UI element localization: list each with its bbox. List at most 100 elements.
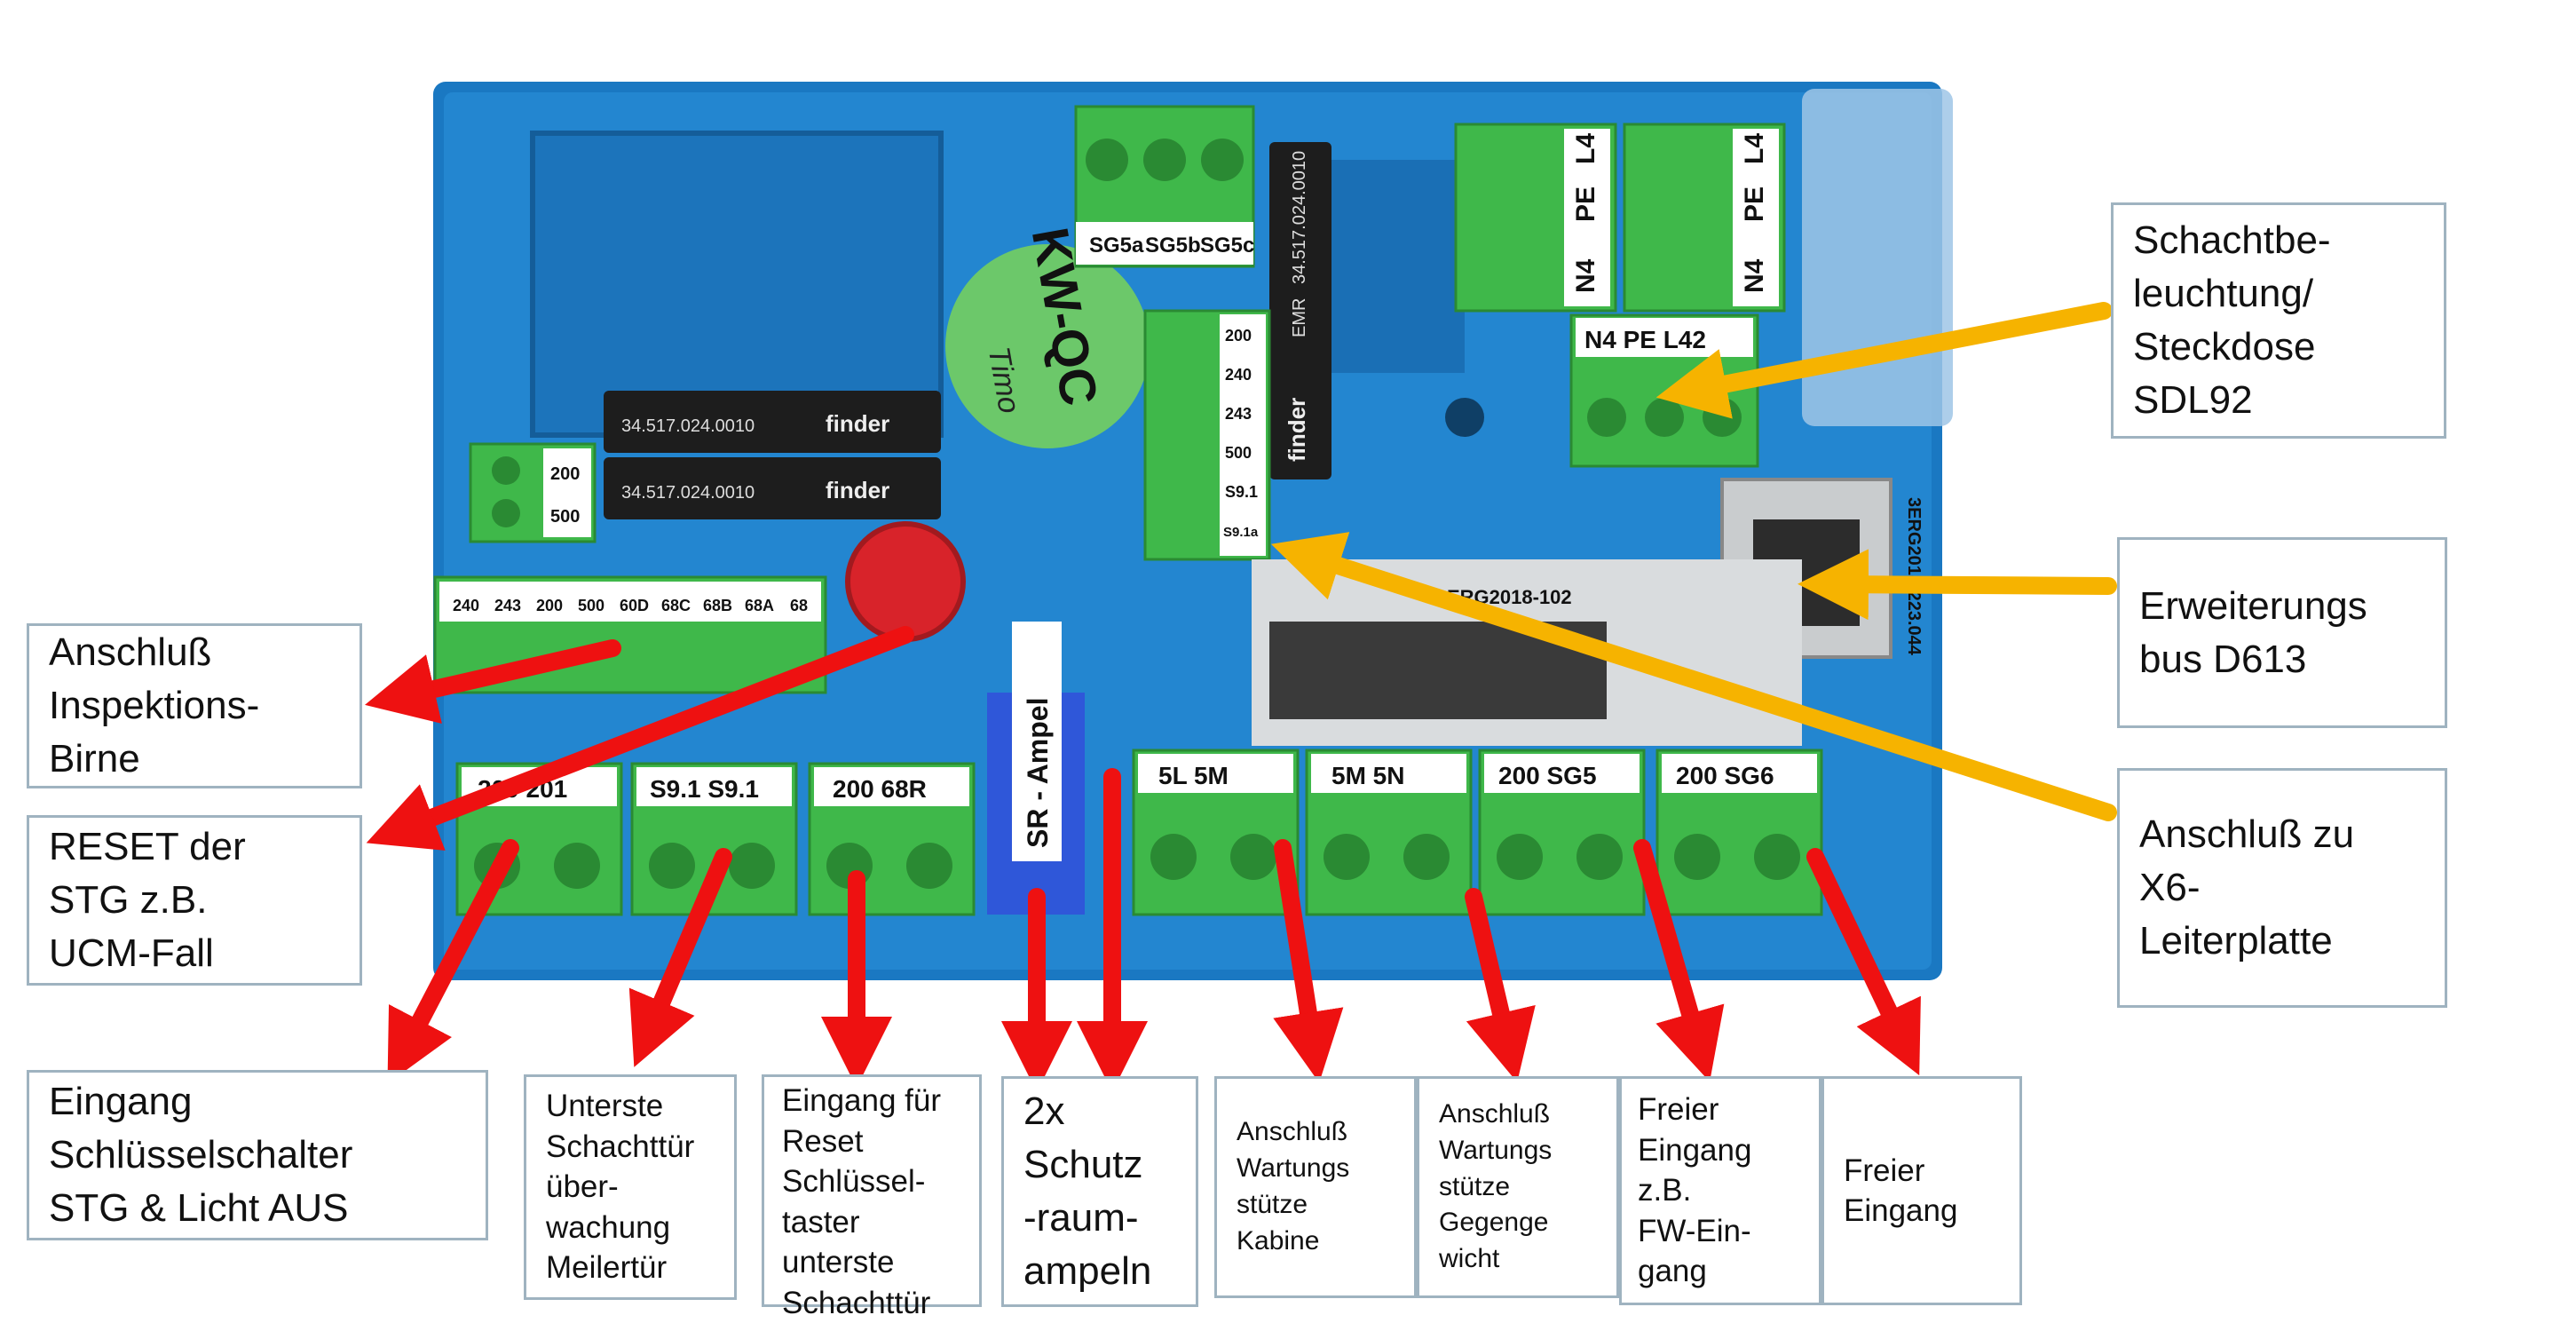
- terminal-label: 200 SG5: [1498, 762, 1597, 789]
- callout-line: UCM-Fall: [49, 927, 340, 980]
- callout-line: Steckdose: [2133, 321, 2424, 374]
- callout-line: wachung: [546, 1208, 715, 1248]
- terminal-label: 240: [453, 597, 479, 614]
- callout-line: gang: [1638, 1251, 1803, 1292]
- callout-line: taster: [782, 1202, 961, 1243]
- terminal-label: 5L 5M: [1158, 762, 1229, 789]
- callout-line: Schlüssel-: [782, 1161, 961, 1202]
- terminal-label: 68A: [745, 597, 774, 614]
- callout-line: Leiterplatte: [2139, 915, 2425, 968]
- callout-line: Wartungs: [1237, 1151, 1395, 1187]
- relay-brand: finder: [1284, 398, 1310, 462]
- callout-wartung-kabine: Anschluß Wartungs stütze Kabine: [1214, 1076, 1417, 1298]
- callout-line: -raum-: [1023, 1192, 1176, 1245]
- callout-line: Schachtbe-: [2133, 214, 2424, 267]
- callout-line: Anschluß zu: [2139, 808, 2425, 861]
- terminal-label: S9.1 S9.1: [650, 775, 759, 803]
- callout-line: Freier: [1844, 1151, 2000, 1192]
- relay-brand: finder: [826, 410, 889, 437]
- callout-line: Schutz: [1023, 1138, 1176, 1192]
- callout-reset-taster: Eingang für Reset Schlüssel- taster unte…: [762, 1074, 982, 1307]
- terminal-label: 200 68R: [833, 775, 927, 803]
- callout-line: STG & Licht AUS: [49, 1182, 466, 1235]
- callout-line: X6-: [2139, 861, 2425, 915]
- bottom-terminal-4: 5L 5M: [1134, 750, 1298, 915]
- terminal-label: 68C: [661, 597, 691, 614]
- callout-line: Schachttür: [546, 1127, 715, 1168]
- terminal-label: 200: [550, 464, 580, 484]
- arrow-erweiterungsbus: [1833, 584, 2108, 586]
- terminal-label: 68B: [703, 597, 732, 614]
- callout-line: Kabine: [1237, 1224, 1395, 1260]
- terminal-label: S9.1a: [1223, 525, 1259, 540]
- terminal-label: 500: [550, 507, 580, 527]
- callout-line: RESET der: [49, 820, 340, 874]
- terminal-label: 240: [1225, 366, 1252, 384]
- callout-line: Erweiterungs: [2139, 580, 2425, 633]
- terminal-label: 500: [578, 597, 604, 614]
- callout-line: leuchtung/: [2133, 267, 2424, 321]
- callout-line: Reset: [782, 1121, 961, 1162]
- callout-freier-fw: Freier Eingang z.B. FW-Ein- gang: [1619, 1076, 1821, 1305]
- terminal-label: SG5c: [1200, 234, 1254, 257]
- callout-schutzraum: 2x Schutz -raum- ampeln: [1001, 1076, 1198, 1307]
- relay-horizontal-1: 34.517.024.0010 finder: [604, 391, 941, 453]
- relay-part: 34.517.024.0010: [1290, 151, 1309, 284]
- callout-line: unterste: [782, 1242, 961, 1283]
- callout-line: wicht: [1439, 1241, 1597, 1278]
- callout-line: ampeln: [1023, 1245, 1176, 1298]
- terminal-label: 200 SG6: [1676, 762, 1774, 789]
- callout-line: Eingang für: [782, 1081, 961, 1121]
- reset-button: [848, 524, 963, 639]
- callout-line: Eingang: [49, 1075, 466, 1129]
- callout-erweiterungsbus: Erweiterungs bus D613: [2117, 537, 2447, 728]
- callout-line: Eingang: [1844, 1191, 2000, 1232]
- callout-line: SDL92: [2133, 374, 2424, 427]
- terminal-label: 200: [1225, 327, 1252, 345]
- callout-reset: RESET der STG z.B. UCM-Fall: [27, 815, 362, 986]
- terminal-label: 68: [790, 597, 808, 614]
- relay-part: 34.517.024.0010: [621, 483, 755, 503]
- callout-line: bus D613: [2139, 633, 2425, 686]
- terminal-label: 243: [1225, 405, 1252, 423]
- terminal-label: N4: [1571, 258, 1600, 293]
- callout-line: Wartungs: [1439, 1133, 1597, 1169]
- terminal-label: SG5b: [1145, 234, 1201, 257]
- terminal-label: PE: [1740, 186, 1769, 222]
- terminal-label: 500: [1225, 444, 1252, 462]
- callout-line: Eingang: [1638, 1130, 1803, 1171]
- terminal-power-b: N4 PE L4: [1624, 124, 1784, 311]
- terminal-label: L4: [1740, 133, 1769, 164]
- callout-freier: Freier Eingang: [1821, 1076, 2022, 1305]
- terminal-label: 60D: [620, 597, 649, 614]
- callout-x6: Anschluß zu X6- Leiterplatte: [2117, 768, 2447, 1008]
- callout-line: Schachttür: [782, 1283, 961, 1323]
- callout-line: Gegenge: [1439, 1205, 1597, 1241]
- terminal-label: SR - Ampel: [1022, 698, 1054, 849]
- callout-line: stütze: [1439, 1169, 1597, 1206]
- terminal-label: PE: [1571, 186, 1600, 222]
- terminal-label: 243: [494, 597, 521, 614]
- callout-line: stütze: [1237, 1187, 1395, 1224]
- terminal-label: S9.1: [1225, 483, 1258, 501]
- callout-line: Birne: [49, 733, 340, 786]
- callout-line: Anschluß: [49, 626, 340, 679]
- callout-line: Unterste: [546, 1086, 715, 1127]
- terminal-power-a: N4 PE L4: [1456, 124, 1616, 311]
- bottom-terminal-3: 200 68R: [810, 764, 974, 915]
- callout-wartung-gegen: Anschluß Wartungs stütze Gegenge wicht: [1417, 1076, 1619, 1298]
- callout-inspektion: Anschluß Inspektions- Birne: [27, 623, 362, 788]
- mounting-hole: [1445, 398, 1484, 437]
- callout-unterste-tuer: Unterste Schachttür über- wachung Meiler…: [524, 1074, 737, 1300]
- callout-line: Anschluß: [1439, 1097, 1597, 1133]
- callout-line: Freier: [1638, 1089, 1803, 1130]
- callout-schluesselschalter: Eingang Schlüsselschalter STG & Licht AU…: [27, 1070, 488, 1240]
- callout-line: FW-Ein-: [1638, 1211, 1803, 1252]
- callout-line: Schlüsselschalter: [49, 1129, 466, 1182]
- relay-type: EMR: [1290, 298, 1309, 337]
- bottom-terminal-5: 5M 5N: [1307, 750, 1471, 915]
- relay-vertical: finder EMR 34.517.024.0010: [1269, 142, 1331, 479]
- terminal-label: SG5a: [1089, 234, 1144, 257]
- relay-large: [1802, 89, 1953, 426]
- terminal-sg5abc: SG5a SG5b SG5c: [1076, 107, 1254, 266]
